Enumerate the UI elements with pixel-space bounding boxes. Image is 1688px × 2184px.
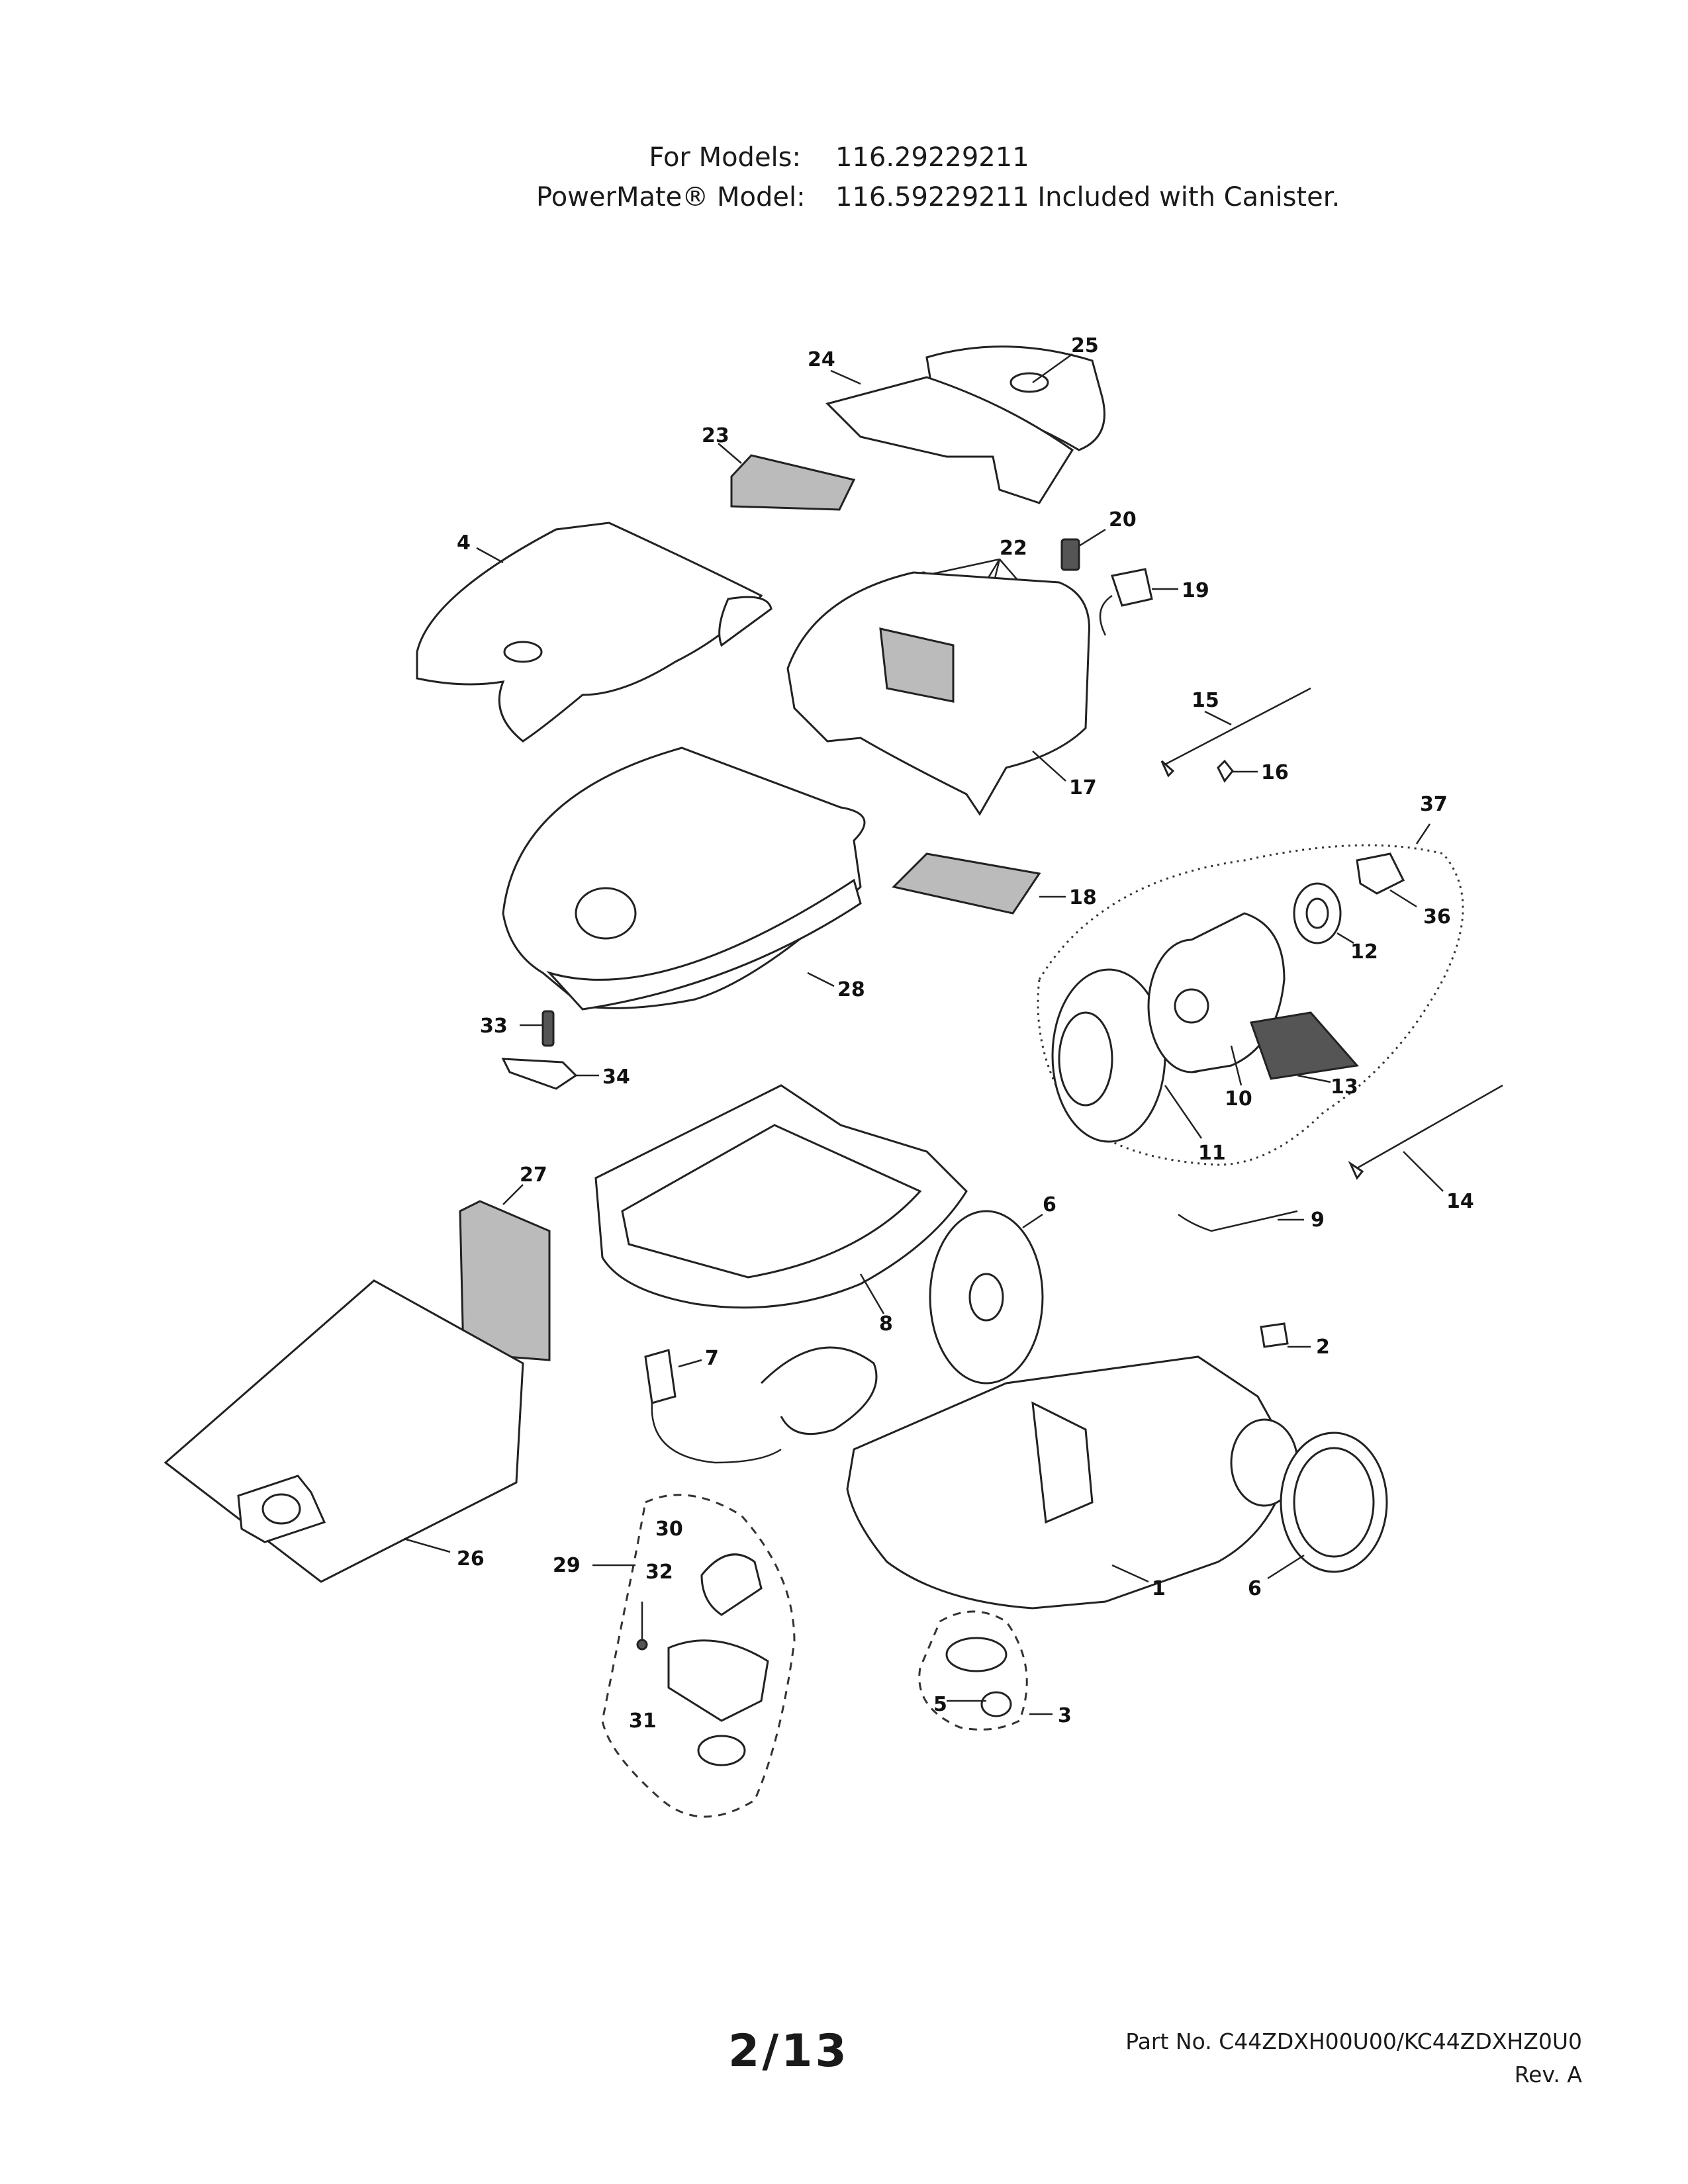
callout-29: 29	[553, 1554, 581, 1577]
part-29-nozzle-assembly	[592, 1494, 796, 1818]
callout-27: 27	[520, 1163, 547, 1187]
revision: Rev. A	[1514, 2062, 1582, 2087]
callout-32: 32	[645, 1561, 673, 1584]
callout-5: 5	[933, 1693, 947, 1716]
powermate-value: 116.59229211 Included with Canister.	[835, 182, 1340, 212]
callout-2: 2	[1316, 1336, 1330, 1359]
part-16-wire-nut	[1217, 759, 1258, 783]
part-8-bag-housing	[594, 1084, 968, 1314]
callout-20: 20	[1109, 508, 1137, 531]
part-19-switch	[1099, 568, 1178, 636]
part-27-exhaust-filter	[459, 1184, 551, 1361]
part-2-clip	[1260, 1322, 1311, 1348]
callout-31: 31	[629, 1709, 657, 1733]
callout-10: 10	[1225, 1087, 1252, 1111]
part-9-wire	[1178, 1210, 1304, 1232]
callout-7: 7	[705, 1347, 719, 1370]
callout-15: 15	[1192, 689, 1219, 712]
part-34-latch	[501, 1058, 599, 1090]
part-18-prefilter	[892, 852, 1066, 915]
part-28-lower-housing	[502, 747, 866, 1011]
part-26-dust-bag	[164, 1279, 524, 1583]
part-1-canister-body	[846, 1355, 1299, 1610]
hose-loop	[760, 1346, 878, 1435]
callout-3: 3	[1058, 1704, 1072, 1727]
callout-30: 30	[655, 1518, 683, 1541]
callout-22: 22	[1000, 537, 1027, 560]
callout-8: 8	[879, 1312, 893, 1336]
part-20-spring	[1060, 528, 1106, 571]
page-number: 2/13	[728, 2025, 849, 2077]
part-23-hepa-filter	[718, 443, 856, 511]
part-4-cover	[416, 522, 773, 743]
callout-13: 13	[1331, 1075, 1358, 1099]
callout-34: 34	[602, 1066, 630, 1089]
part-11-motor-cover	[1051, 968, 1203, 1143]
part-3-caster-assembly	[918, 1610, 1053, 1731]
part-14-cable-tie	[1348, 1084, 1503, 1192]
part-number-block: Part No. C44ZDXH00U00/KC44ZDXHZ0U0 Rev. …	[1125, 2025, 1582, 2091]
powermate-label: PowerMate® Model:	[536, 182, 806, 212]
callout-11: 11	[1198, 1142, 1226, 1165]
callout-6b: 6	[1248, 1577, 1262, 1600]
part-6-side-wheel	[1267, 1432, 1388, 1580]
callout-23: 23	[702, 424, 729, 447]
part-33-spring	[520, 1010, 555, 1047]
callout-4: 4	[457, 531, 471, 555]
callout-37: 37	[1420, 793, 1448, 816]
part-15-cable-tie	[1160, 687, 1311, 778]
callout-17: 17	[1069, 776, 1097, 799]
callout-14: 14	[1446, 1190, 1474, 1213]
callout-28: 28	[837, 978, 865, 1001]
part-24-lid-panel	[825, 369, 1074, 504]
callout-1: 1	[1152, 1577, 1166, 1600]
part-7-cord	[644, 1349, 782, 1464]
part-number: Part No. C44ZDXH00U00/KC44ZDXHZ0U0	[1125, 2028, 1582, 2054]
callout-25: 25	[1071, 334, 1099, 357]
part-17-upper-housing	[786, 571, 1090, 816]
callout-18: 18	[1069, 886, 1097, 909]
part-12-grommet	[1293, 882, 1354, 944]
callout-26: 26	[457, 1547, 485, 1570]
models-value: 116.29229211	[835, 142, 1029, 173]
callout-6: 6	[1043, 1193, 1056, 1216]
callout-16: 16	[1261, 761, 1289, 784]
part-6-rear-wheel	[929, 1210, 1044, 1385]
part-13-gasket	[1249, 1011, 1359, 1083]
callout-9: 9	[1311, 1208, 1325, 1232]
part-36-connector	[1356, 852, 1417, 908]
models-label: For Models:	[649, 142, 801, 173]
callout-33: 33	[480, 1015, 508, 1038]
callout-36: 36	[1423, 905, 1451, 929]
callout-19: 19	[1182, 579, 1209, 602]
callout-24: 24	[808, 348, 835, 371]
callout-12: 12	[1350, 940, 1378, 964]
part-25-handle-cover	[925, 345, 1105, 451]
